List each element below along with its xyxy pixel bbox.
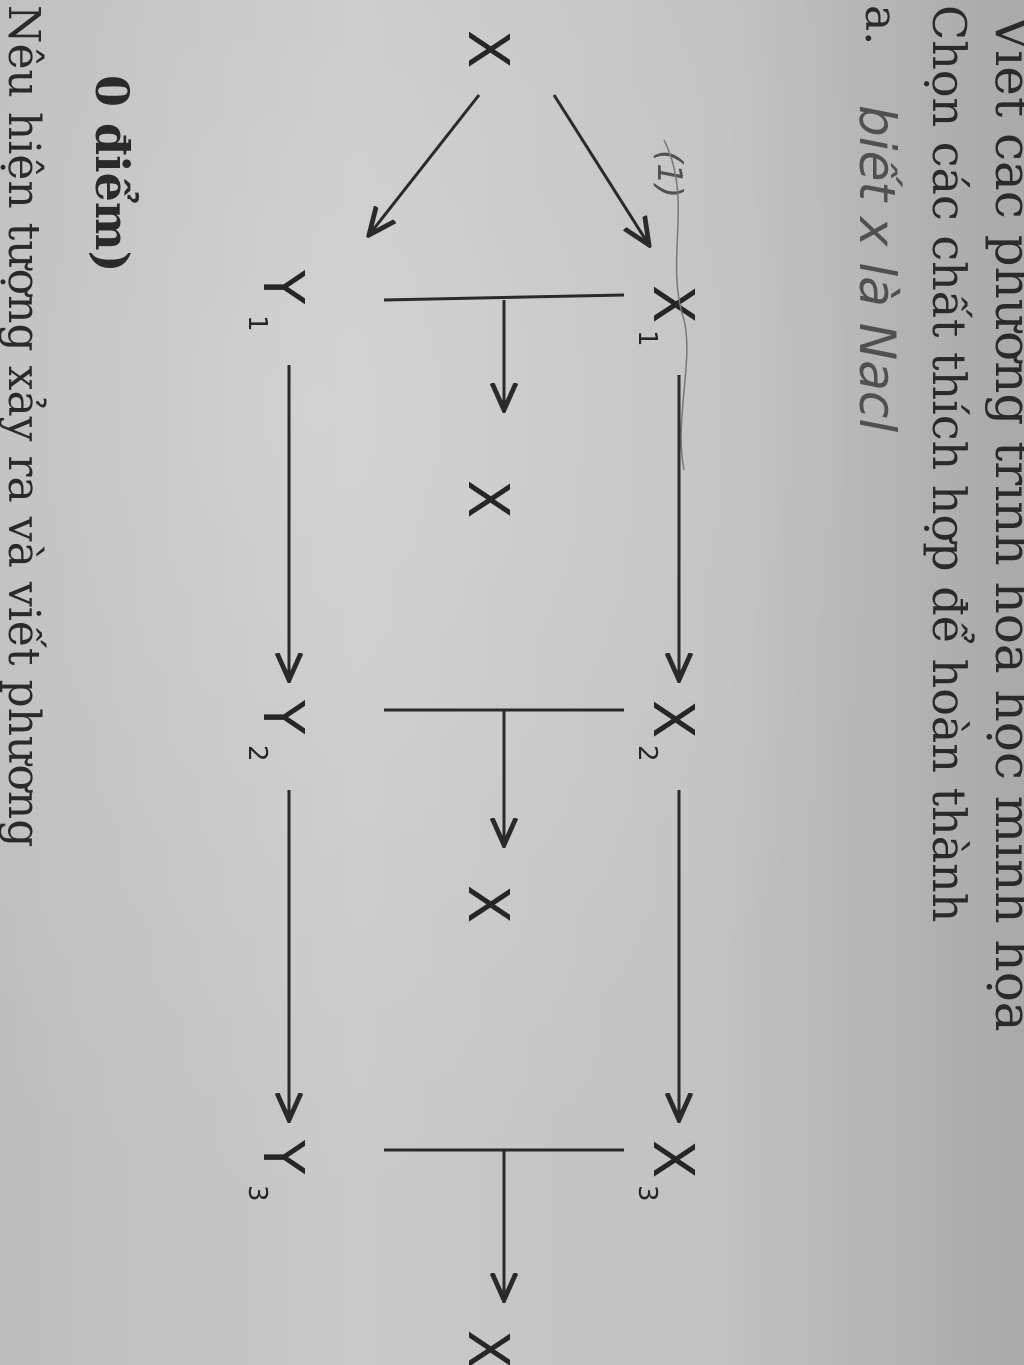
node-y2: Y bbox=[250, 699, 315, 735]
node-middle-3: X bbox=[455, 1330, 520, 1365]
node-y3: Y bbox=[250, 1139, 315, 1175]
node-x3: X bbox=[640, 1140, 705, 1178]
node-y1: Y bbox=[250, 269, 315, 305]
node-x1: X bbox=[640, 285, 705, 323]
node-x1-sub: 1 bbox=[632, 330, 662, 347]
node-middle-1: X bbox=[455, 480, 520, 518]
arrow-start-to-x1 bbox=[552, 94, 649, 245]
node-middle-2: X bbox=[455, 885, 520, 923]
pencil-scribble bbox=[663, 139, 688, 471]
node-x3-sub: 3 bbox=[632, 1185, 662, 1202]
node-y2-sub: 2 bbox=[242, 745, 272, 762]
node-y3-sub: 3 bbox=[242, 1185, 272, 1202]
node-x2-sub: 2 bbox=[632, 745, 662, 762]
node-y1-sub: 1 bbox=[242, 315, 272, 332]
node-start: X bbox=[455, 30, 520, 68]
node-x2: X bbox=[640, 700, 705, 738]
bar-under-x1 bbox=[383, 293, 625, 302]
arrow-start-to-y1 bbox=[369, 94, 481, 235]
